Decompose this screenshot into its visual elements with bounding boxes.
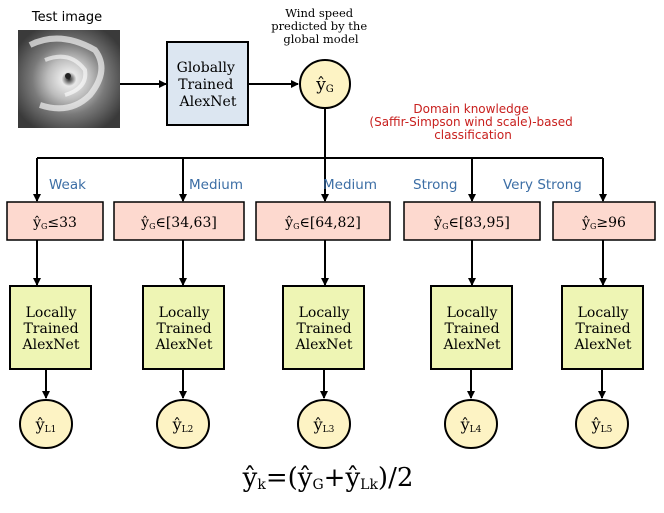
local-output-node-3: ŷL3	[297, 399, 351, 449]
condition-box-2: ŷG∈[34,63]	[113, 201, 245, 241]
global-model-line-2: Trained	[178, 77, 233, 93]
local-output-node-5: ŷL5	[575, 399, 629, 449]
svg-text:ŷL5: ŷL5	[591, 415, 613, 435]
branch-connector	[33, 108, 607, 202]
local-output-node-1: ŷL1	[19, 399, 73, 449]
arrows-condition-to-local	[33, 240, 607, 286]
global-prediction-node: ŷG	[299, 59, 351, 109]
global-prediction-caption: Wind speed predicted by the global model	[271, 6, 371, 46]
condition-box-1: ŷG≤33	[6, 201, 104, 241]
svg-text:ŷG∈[34,63]: ŷG∈[34,63]	[140, 214, 217, 231]
svg-text:ŷL1: ŷL1	[35, 415, 57, 435]
local-output-node-2: ŷL2	[156, 399, 210, 449]
domain-knowledge-label: Domain knowledge (Saffir-Simpson wind sc…	[369, 102, 576, 142]
svg-text:ŷL2: ŷL2	[172, 415, 194, 435]
global-model-line-3: AlexNet	[179, 94, 237, 110]
condition-box-4: ŷG∈[83,95]	[403, 201, 541, 241]
condition-box-5: ŷG≥96	[552, 201, 656, 241]
category-label-5: Very Strong	[503, 177, 582, 193]
svg-text:ŷG≤33: ŷG≤33	[32, 214, 77, 231]
category-label-2: Medium	[189, 177, 243, 193]
test-image-label: Test image	[31, 10, 102, 25]
test-image	[18, 30, 120, 128]
category-label-3: Medium	[323, 177, 377, 193]
condition-box-3: ŷG∈[64,82]	[255, 201, 391, 241]
global-model-line-1: Globally	[177, 60, 235, 76]
svg-text:ŷL4: ŷL4	[460, 415, 482, 435]
global-model-box: Globally Trained AlexNet	[166, 41, 249, 126]
category-label-4: Strong	[413, 177, 458, 193]
svg-text:ŷL3: ŷL3	[313, 415, 335, 435]
svg-text:Globally Trained A: Globally Trained AlexNet	[177, 60, 240, 110]
local-output-node-4: ŷL4	[444, 399, 498, 449]
category-label-1: Weak	[49, 177, 86, 193]
svg-text:ŷG≥96: ŷG≥96	[581, 214, 626, 231]
svg-text:ŷG: ŷG	[315, 75, 334, 95]
svg-text:ŷG∈[64,82]: ŷG∈[64,82]	[284, 214, 361, 231]
ensemble-formula: ŷk=(ŷG+ŷLk)/2	[242, 463, 414, 493]
arrows-local-to-output	[42, 369, 606, 399]
svg-text:ŷG∈[83,95]: ŷG∈[83,95]	[433, 214, 510, 231]
